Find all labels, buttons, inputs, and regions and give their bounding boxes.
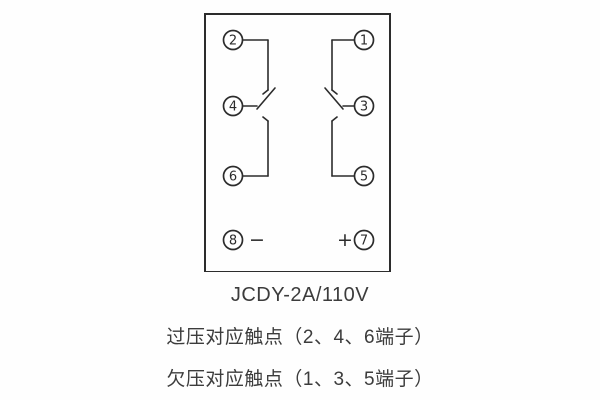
fixed-contact-tick-right-bottom <box>331 116 338 122</box>
terminal-3: 3 <box>353 95 375 117</box>
svg-text:2: 2 <box>229 34 237 49</box>
overvoltage-contacts-note: 过压对应触点（2、4、6端子） <box>166 327 434 348</box>
plus-sign: + <box>337 229 353 251</box>
device-outline <box>204 13 391 272</box>
contact-blade-left <box>256 87 276 110</box>
fixed-contact-tick-left-top <box>262 89 269 95</box>
relay-contact-diagram: 2 4 6 1 3 5 8 − + <box>204 13 391 272</box>
svg-text:5: 5 <box>360 170 368 185</box>
terminal-5: 5 <box>353 165 375 187</box>
terminal-6: 6 <box>222 165 244 187</box>
svg-text:1: 1 <box>360 34 368 49</box>
fixed-contact-tick-left-bottom <box>262 116 269 122</box>
svg-text:3: 3 <box>360 100 368 115</box>
contact-blade-right <box>324 87 344 110</box>
svg-text:6: 6 <box>229 170 237 185</box>
svg-text:8: 8 <box>229 234 237 249</box>
svg-text:4: 4 <box>229 100 237 115</box>
terminal-4: 4 <box>222 95 244 117</box>
minus-sign: − <box>249 229 265 251</box>
svg-text:7: 7 <box>360 234 368 249</box>
terminal-8: 8 <box>222 229 244 251</box>
terminal-1: 1 <box>353 29 375 51</box>
undervoltage-contacts-note: 欠压对应触点（1、3、5端子） <box>166 369 434 390</box>
terminal-2: 2 <box>222 29 244 51</box>
terminal-7: 7 <box>353 229 375 251</box>
fixed-contact-tick-right-top <box>331 89 338 95</box>
model-label: JCDY-2A/110V <box>230 284 370 306</box>
